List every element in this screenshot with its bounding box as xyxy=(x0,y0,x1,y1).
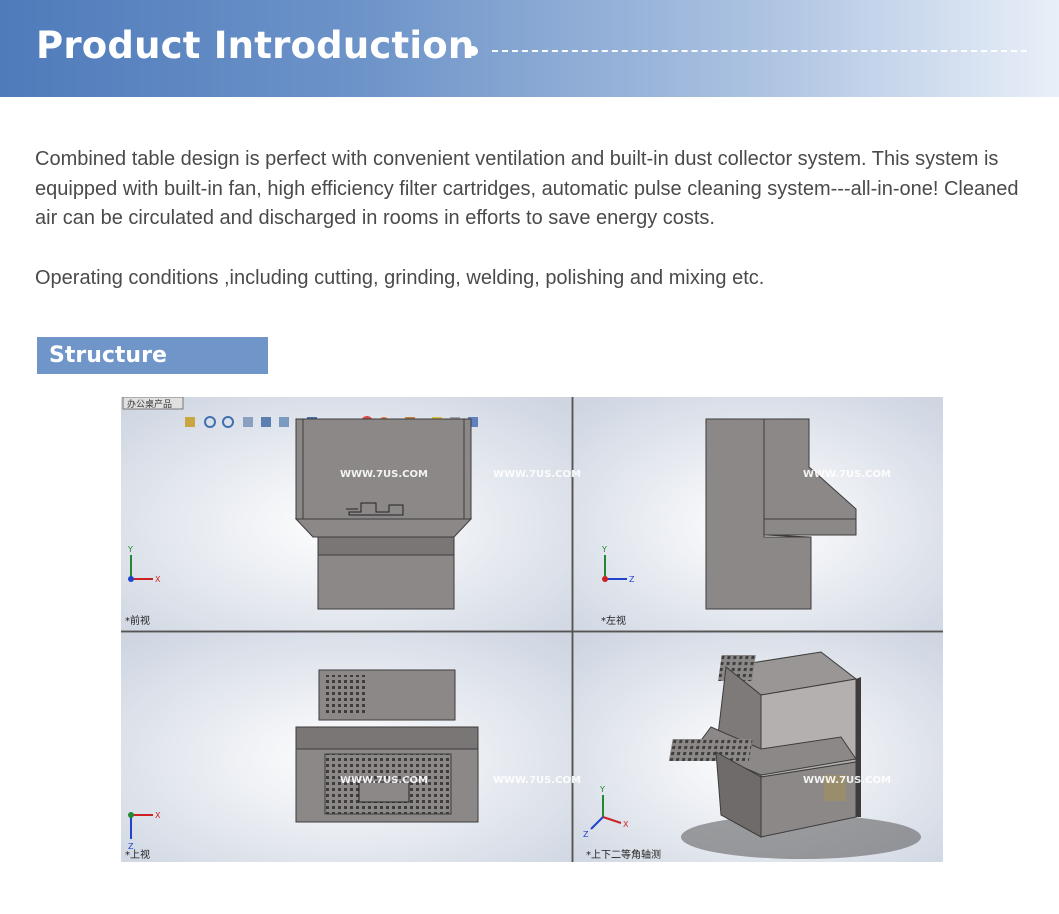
structure-drawing: 办公桌产品 xyxy=(121,397,943,862)
svg-text:X: X xyxy=(623,820,629,829)
view-label-top: *上视 xyxy=(125,848,150,861)
axis-triad-left: Y Z xyxy=(601,545,635,584)
view-label-front: *前视 xyxy=(125,614,150,627)
svg-text:X: X xyxy=(155,811,161,820)
banner-dashed-line xyxy=(492,50,1027,52)
view-label-left: *左视 xyxy=(601,614,626,627)
operating-conditions-paragraph: Operating conditions ,including cutting,… xyxy=(35,267,765,289)
view-label-iso: *上下二等角轴测 xyxy=(586,848,661,861)
svg-text:X: X xyxy=(155,575,161,584)
svg-text:Y: Y xyxy=(601,545,607,554)
header-banner: Product Introduction xyxy=(0,0,1059,97)
intro-paragraph: Combined table design is perfect with co… xyxy=(35,148,1019,229)
top-view-model xyxy=(295,669,479,823)
svg-text:WWW.7US.COM: WWW.7US.COM xyxy=(493,469,581,480)
svg-text:WWW.7US.COM: WWW.7US.COM xyxy=(340,469,428,480)
axis-triad-front: Y X xyxy=(127,545,161,584)
left-view-model xyxy=(705,418,857,610)
svg-text:WWW.7US.COM: WWW.7US.COM xyxy=(803,775,891,786)
axis-triad-iso: Y X Z xyxy=(583,785,629,839)
toolbar-tab[interactable] xyxy=(122,397,184,410)
front-view-model xyxy=(294,418,473,610)
svg-text:WWW.7US.COM: WWW.7US.COM xyxy=(340,775,428,786)
section-title: Structure Drawing xyxy=(37,337,268,405)
svg-text:Z: Z xyxy=(583,830,589,839)
banner-dot xyxy=(468,46,478,56)
svg-text:WWW.7US.COM: WWW.7US.COM xyxy=(803,469,891,480)
axis-triad-top: Z X xyxy=(128,811,161,851)
iso-view-model xyxy=(668,651,921,859)
page-title: Product Introduction xyxy=(36,24,475,67)
svg-text:Z: Z xyxy=(128,842,134,851)
watermark-group: WWW.7US.COM WWW.7US.COM WWW.7US.COM WWW.… xyxy=(340,469,891,786)
svg-text:Y: Y xyxy=(127,545,133,554)
svg-text:WWW.7US.COM: WWW.7US.COM xyxy=(493,775,581,786)
svg-text:Y: Y xyxy=(599,785,605,794)
toolbar-tab-label: 办公桌产品 xyxy=(127,398,172,410)
svg-text:Z: Z xyxy=(629,575,635,584)
